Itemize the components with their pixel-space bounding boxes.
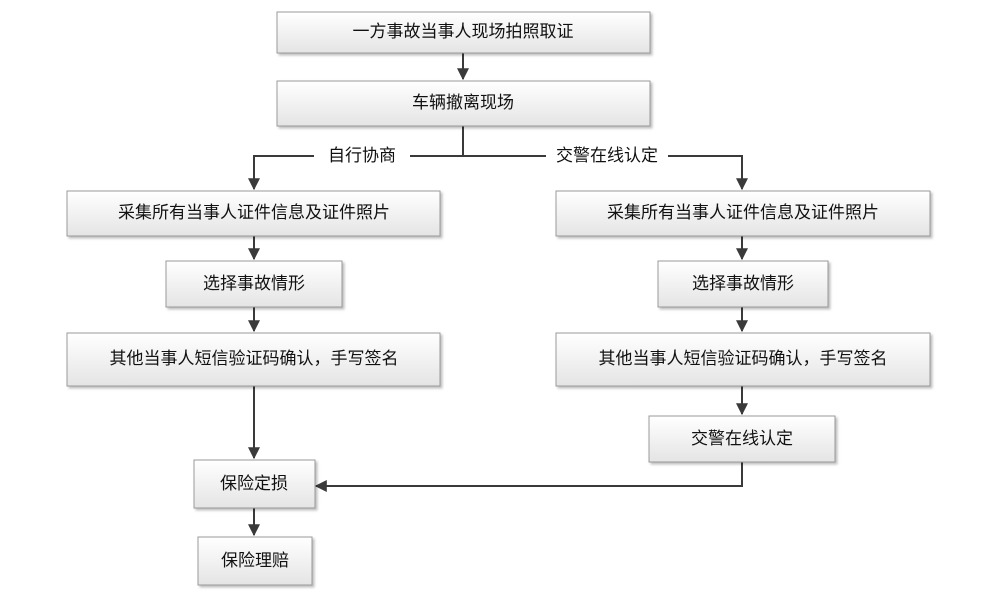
node-collect-left-label: 采集所有当事人证件信息及证件照片	[118, 203, 390, 223]
node-select-left: 选择事故情形	[165, 260, 343, 308]
node-claim-label: 保险理赔	[221, 551, 289, 571]
node-start-label: 一方事故当事人现场拍照取证	[353, 22, 574, 42]
node-confirm-right: 其他当事人短信验证码确认，手写签名	[555, 332, 931, 387]
node-select-left-label: 选择事故情形	[203, 274, 305, 294]
node-collect-right: 采集所有当事人证件信息及证件照片	[555, 190, 931, 237]
node-claim: 保险理赔	[197, 536, 313, 586]
node-confirm-left: 其他当事人短信验证码确认，手写签名	[66, 332, 441, 387]
branch-label-police-text: 交警在线认定	[556, 146, 658, 166]
node-withdraw-label: 车辆撤离现场	[412, 93, 514, 113]
node-select-right-label: 选择事故情形	[692, 274, 794, 294]
node-police-online: 交警在线认定	[648, 415, 836, 463]
node-start: 一方事故当事人现场拍照取证	[276, 11, 651, 54]
node-collect-right-label: 采集所有当事人证件信息及证件照片	[607, 203, 879, 223]
node-police-online-label: 交警在线认定	[691, 429, 793, 449]
node-assess-label: 保险定损	[220, 474, 288, 494]
branch-label-self-text: 自行协商	[328, 146, 396, 166]
node-collect-left: 采集所有当事人证件信息及证件照片	[66, 190, 441, 237]
node-assess: 保险定损	[193, 459, 316, 509]
node-select-right: 选择事故情形	[657, 260, 829, 308]
branch-label-self: 自行协商	[314, 145, 410, 167]
node-withdraw: 车辆撤离现场	[276, 80, 651, 127]
node-confirm-right-label: 其他当事人短信验证码确认，手写签名	[599, 349, 888, 369]
node-confirm-left-label: 其他当事人短信验证码确认，手写签名	[110, 349, 399, 369]
branch-label-police: 交警在线认定	[546, 145, 668, 167]
edge-police-to-assess	[314, 462, 743, 492]
